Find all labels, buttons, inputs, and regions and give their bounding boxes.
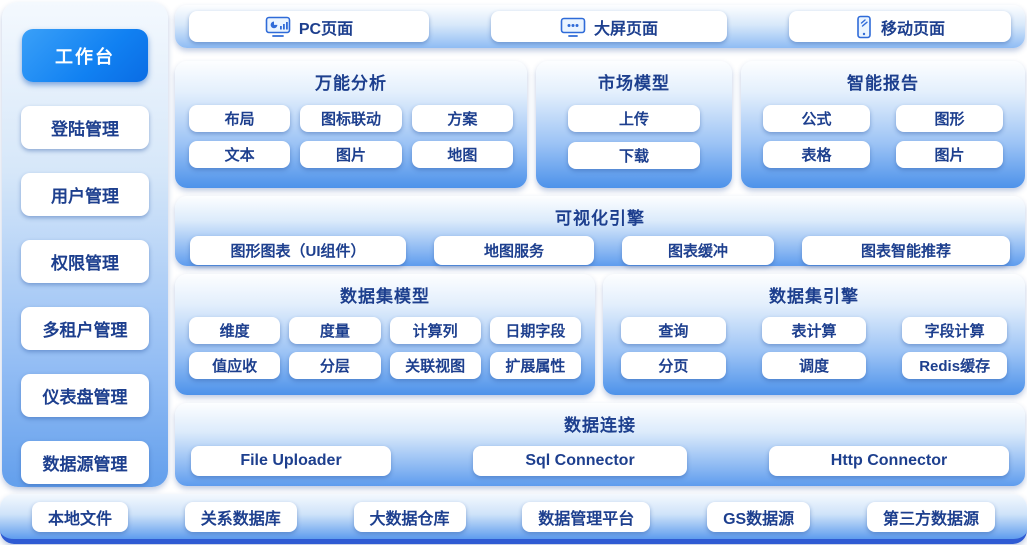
panel-title-dataset-engine: 数据集引擎 xyxy=(769,287,859,306)
button-http-connector[interactable]: Http Connector xyxy=(769,446,1009,476)
button-local-file[interactable]: 本地文件 xyxy=(32,501,129,532)
button-file-uploader[interactable]: File Uploader xyxy=(191,446,391,476)
mobile-phone-icon xyxy=(857,15,871,38)
button-graph[interactable]: 图形 xyxy=(896,105,1003,132)
mobile-page-label: 移动页面 xyxy=(880,20,945,38)
pc-page-label: PC页面 xyxy=(298,20,354,38)
big-screen-page-button[interactable]: 大屏页面 xyxy=(491,11,727,42)
button-field-calculation[interactable]: 字段计算 xyxy=(902,317,1007,344)
panel-smart-report: 智能报告 公式 图形 表格 图片 xyxy=(741,61,1025,188)
device-bar: PC页面 大屏页面 移动页面 xyxy=(175,5,1025,48)
button-data-management-platform[interactable]: 数据管理平台 xyxy=(522,501,651,532)
sidebar: 工作台 登陆管理 用户管理 权限管理 多租户管理 仪表盘管理 数据源管理 xyxy=(2,2,168,487)
button-sql-connector[interactable]: Sql Connector xyxy=(473,446,687,476)
button-chart-linkage[interactable]: 图标联动 xyxy=(300,105,402,132)
data-source-bar: 本地文件 关系数据库 大数据仓库 数据管理平台 GS数据源 第三方数据源 xyxy=(0,494,1027,544)
panel-visualization-engine: 可视化引擎 图形图表（UI组件） 地图服务 图表缓冲 图表智能推荐 xyxy=(175,196,1025,266)
pc-monitor-chart-icon xyxy=(265,16,291,37)
panel-title-smart-report: 智能报告 xyxy=(847,74,919,93)
dataset-engine-buttons: 查询 表计算 字段计算 分页 调度 Redis缓存 xyxy=(603,307,1025,379)
button-ui-chart-components[interactable]: 图形图表（UI组件） xyxy=(190,236,406,265)
button-date-field[interactable]: 日期字段 xyxy=(489,317,581,344)
button-map[interactable]: 地图 xyxy=(411,141,513,168)
button-big-data-warehouse[interactable]: 大数据仓库 xyxy=(353,501,466,532)
smart-report-buttons: 公式 图形 表格 图片 xyxy=(741,94,1025,168)
panel-title-visualization-engine: 可视化引擎 xyxy=(555,209,645,228)
panel-data-connection: 数据连接 File Uploader Sql Connector Http Co… xyxy=(175,403,1025,486)
panel-title-universal-analysis: 万能分析 xyxy=(315,74,387,93)
button-dimension[interactable]: 维度 xyxy=(189,317,281,344)
visualization-engine-buttons: 图形图表（UI组件） 地图服务 图表缓冲 图表智能推荐 xyxy=(175,229,1025,265)
panel-universal-analysis: 万能分析 布局 图标联动 方案 文本 图片 地图 xyxy=(175,61,527,188)
button-table[interactable]: 表格 xyxy=(763,141,870,168)
button-hierarchy[interactable]: 分层 xyxy=(289,352,381,379)
button-third-party-datasource[interactable]: 第三方数据源 xyxy=(866,501,995,532)
sidebar-item-permission-management[interactable]: 权限管理 xyxy=(21,240,149,283)
panel-title-data-connection: 数据连接 xyxy=(564,416,636,435)
sidebar-item-dashboard-management[interactable]: 仪表盘管理 xyxy=(21,374,149,417)
panel-dataset-model: 数据集模型 维度 度量 计算列 日期字段 值应收 分层 关联视图 扩展属性 xyxy=(175,274,595,395)
button-upload[interactable]: 上传 xyxy=(568,105,700,132)
pc-page-button[interactable]: PC页面 xyxy=(189,11,429,42)
big-screen-monitor-icon xyxy=(560,17,586,37)
button-download[interactable]: 下载 xyxy=(568,142,700,169)
sidebar-item-multitenant-management[interactable]: 多租户管理 xyxy=(21,307,149,350)
button-map-service[interactable]: 地图服务 xyxy=(434,236,594,265)
button-layout[interactable]: 布局 xyxy=(189,105,291,132)
data-connection-buttons: File Uploader Sql Connector Http Connect… xyxy=(175,436,1025,476)
button-extended-attribute[interactable]: 扩展属性 xyxy=(489,352,581,379)
panel-dataset-engine: 数据集引擎 查询 表计算 字段计算 分页 调度 Redis缓存 xyxy=(603,274,1025,395)
dataset-model-buttons: 维度 度量 计算列 日期字段 值应收 分层 关联视图 扩展属性 xyxy=(175,307,595,379)
button-formula[interactable]: 公式 xyxy=(763,105,870,132)
sidebar-item-workbench[interactable]: 工作台 xyxy=(22,29,148,82)
button-gs-datasource[interactable]: GS数据源 xyxy=(707,501,811,532)
button-scheduling[interactable]: 调度 xyxy=(761,352,867,379)
sidebar-item-datasource-management[interactable]: 数据源管理 xyxy=(21,441,149,484)
button-scheme[interactable]: 方案 xyxy=(411,105,513,132)
button-image[interactable]: 图片 xyxy=(300,141,402,168)
button-chart-smart-recommend[interactable]: 图表智能推荐 xyxy=(802,236,1010,265)
button-measure[interactable]: 度量 xyxy=(289,317,381,344)
sidebar-item-login-management[interactable]: 登陆管理 xyxy=(21,106,149,149)
button-picture[interactable]: 图片 xyxy=(896,141,1003,168)
button-relational-database[interactable]: 关系数据库 xyxy=(184,501,297,532)
button-redis-cache[interactable]: Redis缓存 xyxy=(902,352,1007,379)
button-table-calculation[interactable]: 表计算 xyxy=(761,317,867,344)
button-calculated-column[interactable]: 计算列 xyxy=(389,317,481,344)
button-chart-buffer[interactable]: 图表缓冲 xyxy=(622,236,774,265)
market-model-buttons: 上传 下载 xyxy=(536,94,732,169)
big-screen-page-label: 大屏页面 xyxy=(593,20,658,38)
sidebar-item-user-management[interactable]: 用户管理 xyxy=(21,173,149,216)
mobile-page-button[interactable]: 移动页面 xyxy=(789,11,1011,42)
button-linked-view[interactable]: 关联视图 xyxy=(389,352,481,379)
panel-title-market-model: 市场模型 xyxy=(598,74,670,93)
universal-analysis-buttons: 布局 图标联动 方案 文本 图片 地图 xyxy=(175,94,527,168)
button-text[interactable]: 文本 xyxy=(189,141,291,168)
button-value-receivable[interactable]: 值应收 xyxy=(189,352,281,379)
button-pagination[interactable]: 分页 xyxy=(621,352,726,379)
button-query[interactable]: 查询 xyxy=(621,317,726,344)
panel-market-model: 市场模型 上传 下载 xyxy=(536,61,732,188)
panel-title-dataset-model: 数据集模型 xyxy=(340,287,430,306)
